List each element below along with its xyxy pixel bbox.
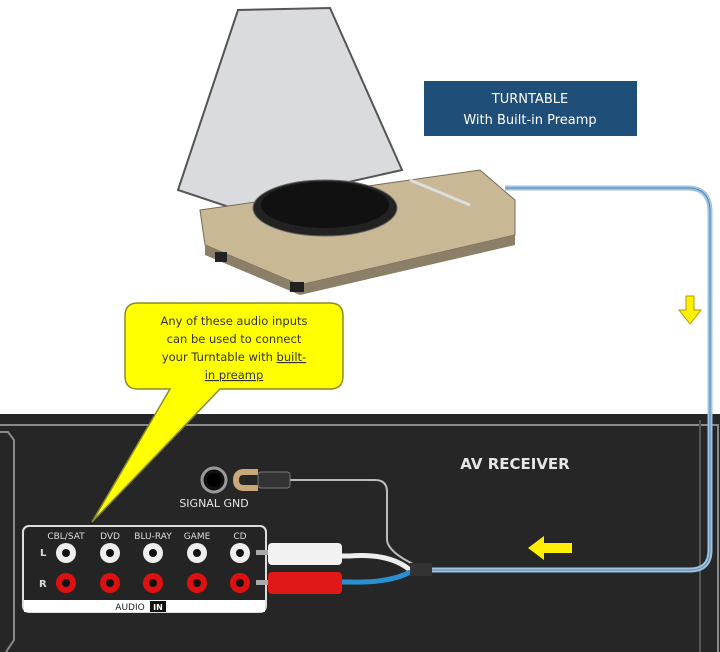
- arrow-left-icon: [528, 536, 572, 560]
- input-label: CBL/SAT: [47, 532, 85, 542]
- turntable-illustration: [176, 6, 516, 295]
- callout-line3-underlined: built-: [277, 350, 307, 364]
- callout-line1: Any of these audio inputs: [160, 314, 307, 328]
- signal-gnd-terminal: SIGNAL GND: [179, 466, 249, 510]
- label-line1: TURNTABLE: [491, 92, 568, 107]
- callout-line4: in preamp: [205, 368, 264, 382]
- audio-input-panel: AUDIO IN L R CBL/SAT DVD BLU-RAY GAME CD: [22, 525, 267, 613]
- input-game[interactable]: GAME: [184, 532, 211, 593]
- input-dvd[interactable]: DVD: [100, 532, 120, 593]
- signal-gnd-label: SIGNAL GND: [179, 497, 248, 510]
- callout-line3-plain: your Turntable with: [162, 350, 277, 364]
- channel-left-label: L: [40, 548, 47, 559]
- receiver-title: AV RECEIVER: [460, 455, 570, 473]
- in-label: IN: [153, 603, 163, 612]
- input-cd[interactable]: CD: [230, 532, 250, 593]
- input-blu-ray[interactable]: BLU-RAY: [134, 532, 172, 593]
- turntable-label: TURNTABLE With Built-in Preamp: [424, 81, 637, 136]
- input-cbl-sat[interactable]: CBL/SAT: [47, 532, 85, 593]
- rca-cable: [256, 185, 713, 594]
- callout-line2: can be used to connect: [167, 332, 302, 346]
- callout-bubble: Any of these audio inputs can be used to…: [91, 302, 344, 523]
- input-label: GAME: [184, 532, 211, 542]
- audio-label: AUDIO: [115, 603, 144, 613]
- input-label: CD: [233, 532, 246, 542]
- input-label: BLU-RAY: [134, 532, 172, 542]
- callout-line3: your Turntable with built-: [162, 350, 306, 364]
- label-line2: With Built-in Preamp: [463, 113, 596, 128]
- ground-wire: [232, 469, 416, 566]
- input-label: DVD: [100, 532, 120, 542]
- arrow-down-icon: [677, 295, 703, 325]
- channel-right-label: R: [39, 579, 47, 590]
